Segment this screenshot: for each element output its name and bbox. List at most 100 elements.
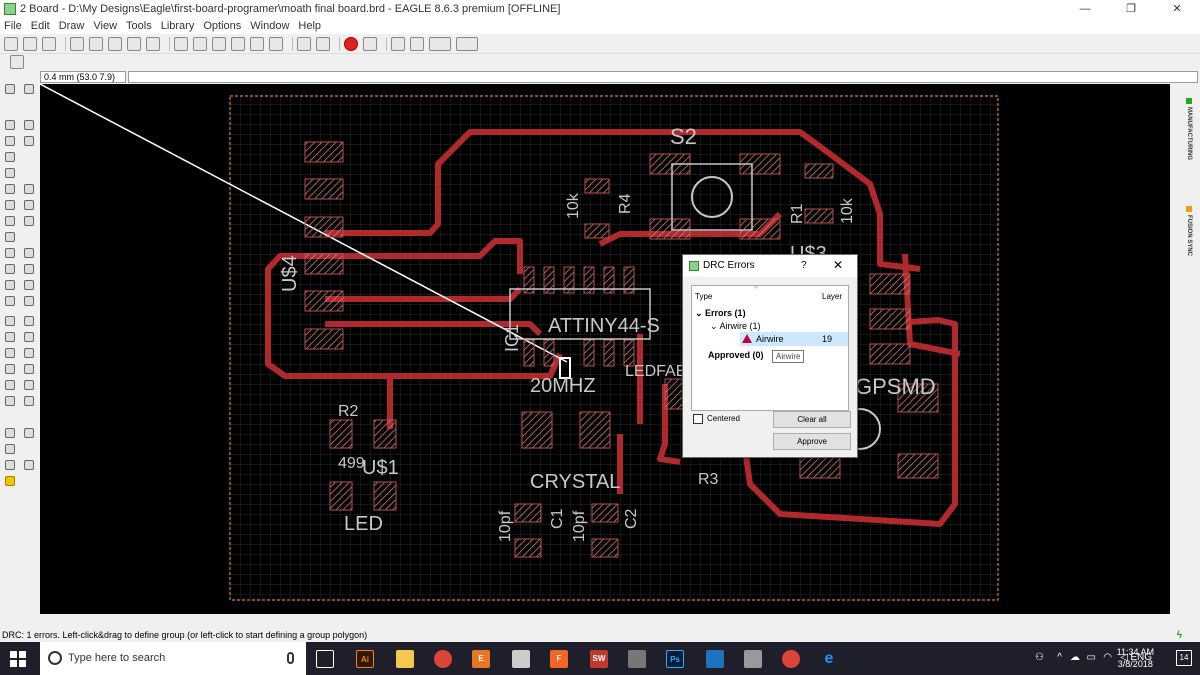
lock-icon[interactable]	[5, 232, 15, 242]
menu-library[interactable]: Library	[160, 20, 195, 32]
errors-warning-icon[interactable]	[5, 476, 15, 486]
inkscape-icon[interactable]	[628, 650, 646, 668]
slice-icon[interactable]	[5, 296, 15, 306]
ercs-icon[interactable]	[5, 428, 15, 438]
meander-icon[interactable]	[5, 280, 15, 290]
app-icon[interactable]	[744, 650, 762, 668]
polygon-icon[interactable]	[24, 348, 34, 358]
menu-tools[interactable]: Tools	[126, 20, 152, 32]
route-icon[interactable]	[5, 264, 15, 274]
taskbar-search[interactable]: Type here to search	[40, 642, 306, 675]
tree-node-approved[interactable]: Approved (0)	[708, 350, 764, 360]
battery-icon[interactable]: ▭	[1086, 652, 1096, 663]
line-icon[interactable]	[5, 316, 15, 326]
chevron-down-icon[interactable]: ⌄	[710, 321, 720, 331]
save-icon[interactable]	[23, 36, 37, 51]
lightning-icon[interactable]: ϟ	[1176, 630, 1182, 641]
minimize-button[interactable]: —	[1079, 3, 1091, 15]
move-icon[interactable]	[24, 120, 34, 130]
eagle-taskbar-icon[interactable]: E	[472, 650, 490, 668]
tree-node-airwire-item[interactable]: Airwire	[742, 334, 784, 344]
align-icon[interactable]	[5, 152, 15, 162]
zoom-in-icon[interactable]	[193, 36, 207, 51]
volume-icon[interactable]: ◁	[1120, 652, 1128, 663]
illustrator-icon[interactable]: Ai	[356, 650, 374, 668]
info-icon[interactable]	[5, 84, 15, 94]
centered-checkbox[interactable]	[693, 414, 703, 424]
app-icon[interactable]	[706, 650, 724, 668]
board-icon[interactable]	[89, 36, 103, 51]
via-icon[interactable]	[5, 364, 15, 374]
microphone-icon[interactable]	[287, 652, 294, 664]
hole-icon[interactable]	[24, 364, 34, 374]
net-icon[interactable]	[24, 428, 34, 438]
cloud-icon[interactable]: ☁	[1070, 652, 1080, 663]
maximize-button[interactable]: ❐	[1126, 3, 1136, 15]
file-explorer-icon[interactable]	[396, 650, 414, 668]
miter-icon[interactable]	[24, 280, 34, 290]
column-header-layer[interactable]: Layer	[822, 292, 843, 301]
go-icon[interactable]	[363, 36, 377, 51]
cam-icon[interactable]	[70, 36, 84, 51]
check-icon[interactable]	[5, 460, 15, 470]
ulp-icon[interactable]	[127, 36, 141, 51]
menu-edit[interactable]: Edit	[30, 20, 50, 32]
paste-icon[interactable]	[24, 200, 34, 210]
zoom-fit-icon[interactable]	[174, 36, 188, 51]
help-icon[interactable]: ?	[801, 260, 807, 271]
ratsnest-icon[interactable]	[5, 396, 15, 406]
signal-icon[interactable]	[24, 296, 34, 306]
script-icon[interactable]	[146, 36, 160, 51]
arc-icon[interactable]	[24, 332, 34, 342]
fusion-icon[interactable]: F	[550, 650, 568, 668]
manufacturing-tab[interactable]: MANUFACTURING	[1178, 98, 1192, 160]
tree-node-airwire-group[interactable]: ⌄ Airwire (1)	[710, 321, 761, 332]
menu-help[interactable]: Help	[298, 20, 322, 32]
undo-icon[interactable]	[297, 36, 311, 51]
taskbar-clock[interactable]: 11:34 AM 3/8/2018	[1117, 646, 1154, 670]
chrome-icon[interactable]	[434, 650, 452, 668]
menu-file[interactable]: File	[4, 20, 22, 32]
approve-button[interactable]: Approve	[773, 433, 851, 450]
solidworks-icon[interactable]: SW	[590, 650, 608, 668]
chevron-down-icon[interactable]: ⌄	[695, 308, 706, 318]
task-view-icon[interactable]	[316, 650, 334, 668]
menu-window[interactable]: Window	[250, 20, 290, 32]
pcb-quote-icon[interactable]	[456, 36, 478, 51]
close-icon[interactable]: ✕	[833, 258, 844, 272]
wifi-icon[interactable]: ◠	[1103, 652, 1112, 663]
optimize-icon[interactable]	[24, 248, 34, 258]
edge-icon[interactable]: e	[824, 650, 834, 667]
schematic-icon[interactable]	[108, 36, 122, 51]
group-icon[interactable]	[5, 216, 15, 226]
circle-icon[interactable]	[5, 332, 15, 342]
open-icon[interactable]	[4, 36, 18, 51]
notifications-icon[interactable]: 14	[1176, 650, 1192, 666]
stop-icon[interactable]	[344, 36, 358, 51]
copy-icon[interactable]	[5, 200, 15, 210]
redraw-icon[interactable]	[269, 36, 283, 51]
language-indicator[interactable]: ENG	[1130, 652, 1152, 663]
mirror-icon[interactable]	[5, 136, 15, 146]
ripup-icon[interactable]	[24, 264, 34, 274]
text-icon[interactable]	[24, 316, 34, 326]
photoshop-icon[interactable]: Ps	[666, 650, 684, 668]
menu-draw[interactable]: Draw	[58, 20, 85, 32]
app-icon[interactable]	[512, 650, 530, 668]
fusion-sync-tab[interactable]: FUSION SYNC	[1178, 206, 1192, 256]
wrench-icon[interactable]	[24, 184, 34, 194]
zoom-out-icon[interactable]	[212, 36, 226, 51]
windows-start-icon[interactable]	[10, 651, 26, 667]
autorouter-icon[interactable]	[24, 396, 34, 406]
select-icon[interactable]	[5, 120, 15, 130]
help-icon[interactable]	[391, 36, 405, 51]
chevron-up-icon[interactable]: ^	[1057, 652, 1062, 663]
column-header-type[interactable]: Type	[695, 292, 713, 301]
split-icon[interactable]	[5, 248, 15, 258]
zoom-select-icon[interactable]	[231, 36, 245, 51]
grid-icon[interactable]	[10, 55, 24, 69]
drc-icon[interactable]	[24, 460, 34, 470]
drc-error-tree[interactable]: ^ Type Layer ⌄ Errors (1) ⌄ Airwire (1) …	[691, 285, 849, 411]
close-button[interactable]: ✕	[1172, 3, 1182, 15]
redo-icon[interactable]	[316, 36, 330, 51]
